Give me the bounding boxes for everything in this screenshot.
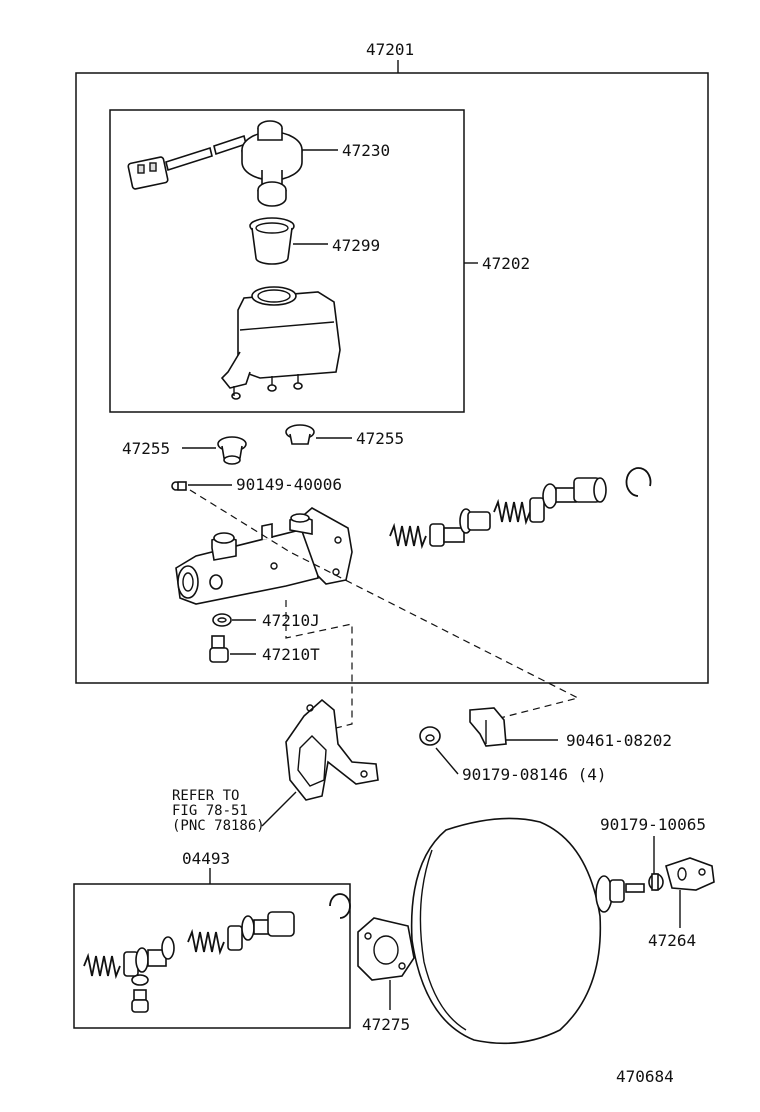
kit-washer-bolt <box>131 974 149 1013</box>
label-47201: 47201 <box>366 40 414 59</box>
refer-line-1: REFER TO <box>172 788 239 804</box>
label-47255-left: 47255 <box>122 439 170 458</box>
master-cylinder-body <box>175 507 353 605</box>
gasket-47275 <box>357 917 415 981</box>
grommet-47255-left <box>217 436 247 465</box>
level-switch-cap-47230 <box>127 120 303 207</box>
label-47210j: 47210J <box>262 611 320 630</box>
label-04493: 04493 <box>182 849 230 868</box>
reservoir-tank <box>220 286 341 400</box>
grommet-47255-right <box>285 424 315 445</box>
label-47264: 47264 <box>648 931 696 950</box>
gasket-bracket <box>285 698 379 801</box>
label-47275: 47275 <box>362 1015 410 1034</box>
label-90179-10065: 90179-10065 <box>600 815 706 834</box>
snap-ring <box>625 467 652 497</box>
strainer-47299 <box>249 217 295 265</box>
refer-line-3: (PNC 78186) <box>172 818 265 834</box>
nut-90179-08146 <box>419 726 441 746</box>
kit-box-04493 <box>73 883 351 1029</box>
label-47202: 47202 <box>482 254 530 273</box>
label-47299: 47299 <box>332 236 380 255</box>
clip-90461-08202 <box>469 707 507 747</box>
brake-booster <box>410 817 645 1045</box>
label-90179-08146: 90179-08146 (4) <box>462 765 607 784</box>
figure-id: 470684 <box>616 1067 674 1086</box>
refer-line-2: FIG 78-51 <box>172 803 248 819</box>
screw-90149-40006 <box>171 481 187 491</box>
label-47210t: 47210T <box>262 645 320 664</box>
assembly-box-47201 <box>75 72 709 684</box>
label-90461-08202: 90461-08202 <box>566 731 672 750</box>
clevis-47264 <box>665 857 715 891</box>
nut-90179-10065 <box>648 873 664 891</box>
dashed-leader-1 <box>189 489 580 719</box>
label-47230: 47230 <box>342 141 390 160</box>
label-90149-40006: 90149-40006 <box>236 475 342 494</box>
kit-piston-set <box>83 911 295 980</box>
piston-spring-set <box>389 477 607 550</box>
union-bolt-47210t <box>209 635 229 663</box>
kit-snap-ring <box>329 893 351 919</box>
washer-47210j <box>212 613 232 627</box>
dashed-leader-2 <box>285 600 353 729</box>
label-47255-right: 47255 <box>356 429 404 448</box>
reservoir-box-47202 <box>109 109 465 413</box>
